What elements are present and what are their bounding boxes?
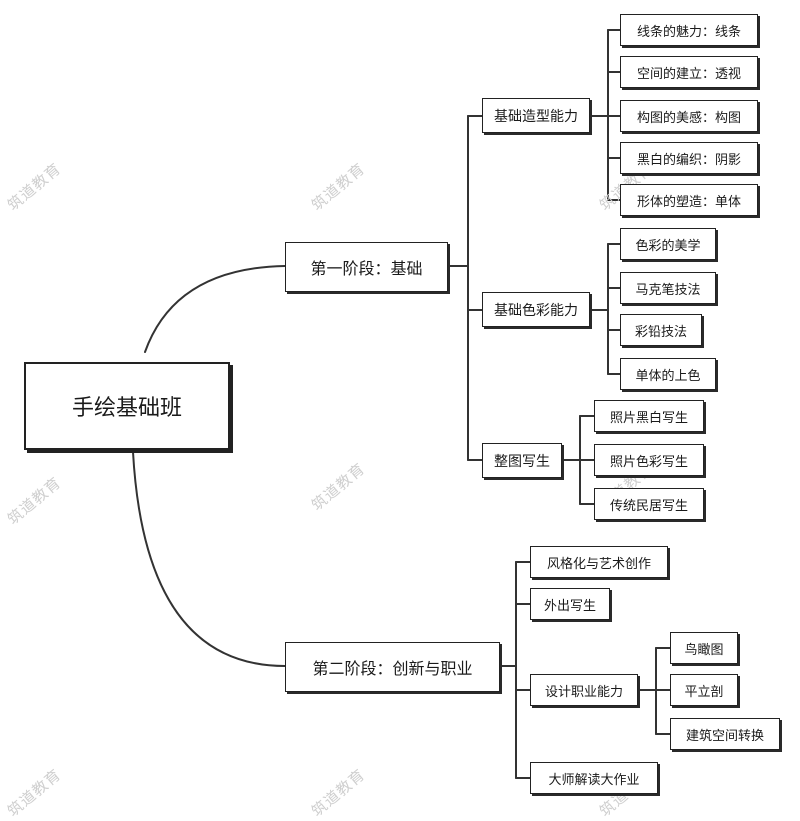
leaf-traditional-house: 传统民居写生 [594,488,704,520]
leaf-birdseye: 鸟瞰图 [670,632,738,664]
group-sketch-node: 整图写生 [482,443,562,478]
root-node: 手绘基础班 [24,362,230,450]
leaf-photo-color: 照片色彩写生 [594,444,704,476]
leaf-lines: 线条的魅力：线条 [620,14,758,46]
leaf-form: 形体的塑造：单体 [620,184,758,216]
group-color-node: 基础色彩能力 [482,292,590,327]
stage2-node: 第二阶段：创新与职业 [285,642,500,692]
stage1-node: 第一阶段：基础 [285,242,448,292]
leaf-master-assignment: 大师解读大作业 [530,762,658,794]
leaf-style-art: 风格化与艺术创作 [530,546,668,578]
leaf-shadow: 黑白的编织：阴影 [620,142,758,174]
leaf-color-aesthetics: 色彩的美学 [620,228,716,260]
group-modeling-node: 基础造型能力 [482,98,590,133]
leaf-plan-elevation: 平立剖 [670,674,738,706]
leaf-marker: 马克笔技法 [620,272,716,304]
leaf-perspective: 空间的建立：透视 [620,56,758,88]
leaf-photo-bw: 照片黑白写生 [594,400,704,432]
leaf-composition: 构图的美感：构图 [620,100,758,132]
leaf-space-transform: 建筑空间转换 [670,718,780,750]
leaf-single-coloring: 单体的上色 [620,358,716,390]
leaf-color-pencil: 彩铅技法 [620,314,702,346]
leaf-design-career: 设计职业能力 [530,674,638,706]
leaf-outdoor-sketch: 外出写生 [530,588,610,620]
